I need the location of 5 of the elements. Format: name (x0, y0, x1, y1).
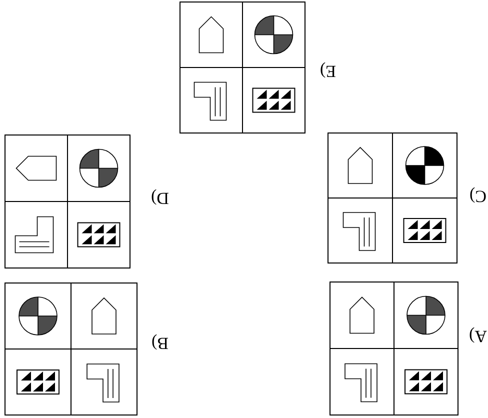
option-letter: B) (152, 334, 168, 350)
option-letter: E) (320, 62, 336, 78)
option-letter: C) (470, 187, 486, 203)
option-letter: D) (152, 189, 168, 205)
option-letter: A) (470, 327, 487, 343)
